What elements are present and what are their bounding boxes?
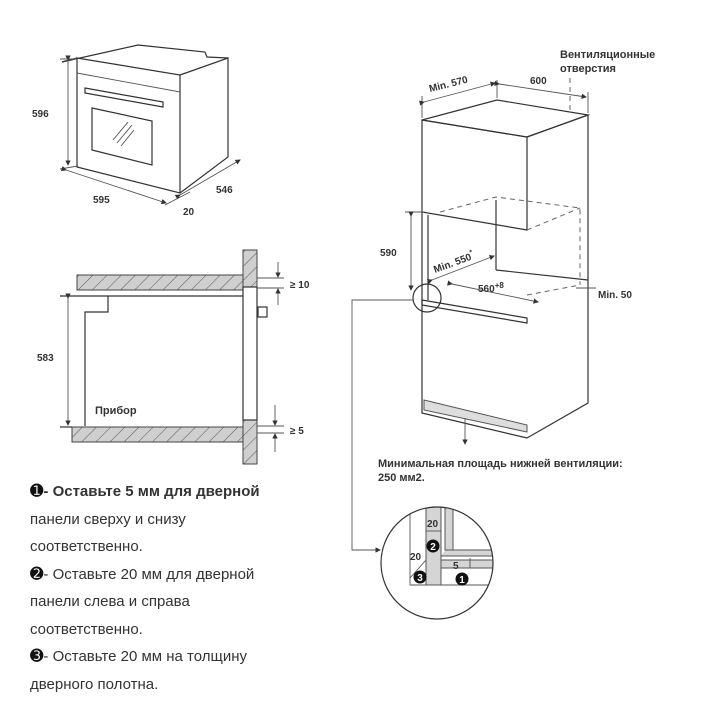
- note-2: ➋- Оставьте 20 мм для дверной: [30, 565, 255, 583]
- svg-text:1: 1: [459, 575, 465, 586]
- detail-dim-top: 20: [427, 519, 439, 530]
- wall-top: [242, 249, 258, 288]
- oven-height-label: 596: [32, 109, 49, 120]
- bottom-gap-label: ≥ 5: [290, 426, 304, 437]
- cabinet-width-label: 600: [530, 76, 547, 87]
- note-2-line2: панели слева и справа: [30, 593, 190, 610]
- section-view: 583 Прибор ≥ 10 ≥ 5: [37, 249, 310, 465]
- oven-width-label: 595: [93, 195, 110, 206]
- svg-text:3: 3: [417, 573, 423, 584]
- detail-dim-left: 20: [410, 552, 422, 563]
- note-3-line2: дверного полотна.: [30, 675, 159, 693]
- oven-handle: [84, 87, 164, 108]
- cabinet-view: Min. 570 600 Вентиляционные отверстия 59…: [351, 49, 655, 553]
- callout-circle: [412, 283, 442, 313]
- oven-perspective: 596 595 546 20: [32, 44, 241, 218]
- bottom-vent-label-2: 250 мм2.: [378, 472, 425, 484]
- svg-text:2: 2: [430, 542, 436, 553]
- top-gap-label: ≥ 10: [290, 280, 310, 291]
- door-thickness-label: 20: [183, 207, 195, 218]
- marker-2-icon: ➋: [30, 565, 44, 583]
- detail-circle: [380, 506, 494, 620]
- bottom-vent-label-1: Минимальная площадь нижней вентиляции:: [378, 458, 623, 470]
- upper-panel: [421, 119, 528, 231]
- marker-1-icon: ➊: [30, 483, 44, 500]
- oven-window: [91, 107, 153, 166]
- callout-leader: [351, 299, 413, 553]
- detail-dim-gap: 5: [453, 561, 459, 572]
- detail-view: 20 20 5 2 3 1: [380, 506, 494, 620]
- note-1-line2: панели сверху и снизу: [30, 510, 186, 528]
- knob: [257, 306, 268, 318]
- oven-depth-label: 546: [216, 185, 233, 196]
- wall-bottom: [242, 419, 258, 465]
- bottom-vent: [423, 399, 528, 433]
- section-height-label: 583: [37, 353, 54, 364]
- shelf-edge: [421, 299, 528, 324]
- oven-top: [61, 44, 229, 63]
- marker-3: [413, 570, 427, 584]
- niche-width-label: 560+8: [478, 281, 504, 295]
- min-back-gap-label: Min. 50: [598, 290, 632, 301]
- vent-label-2: отверстия: [560, 63, 616, 75]
- vent-label-1: Вентиляционные: [560, 49, 655, 61]
- bottom-shelf: [71, 426, 244, 443]
- oven-side: [179, 57, 229, 194]
- note-2-line3: соответственно.: [30, 620, 143, 638]
- top-shelf: [76, 274, 244, 291]
- cabinet-top: [421, 99, 591, 138]
- marker-1: [455, 572, 469, 586]
- note-3: ➌- Оставьте 20 мм на толщину: [30, 648, 248, 665]
- door-panel: [242, 286, 258, 421]
- note-1-line3: соответственно.: [30, 538, 143, 555]
- appliance-label: Прибор: [95, 405, 137, 417]
- marker-3-icon: ➌: [30, 648, 44, 665]
- note-1: ➊- Оставьте 5 мм для дверной: [30, 483, 260, 500]
- installation-notes: ➊- Оставьте 5 мм для дверной панели свер…: [30, 478, 330, 698]
- appliance-outline: [84, 296, 109, 426]
- marker-2: [426, 539, 440, 553]
- niche-height-label: 590: [380, 248, 397, 259]
